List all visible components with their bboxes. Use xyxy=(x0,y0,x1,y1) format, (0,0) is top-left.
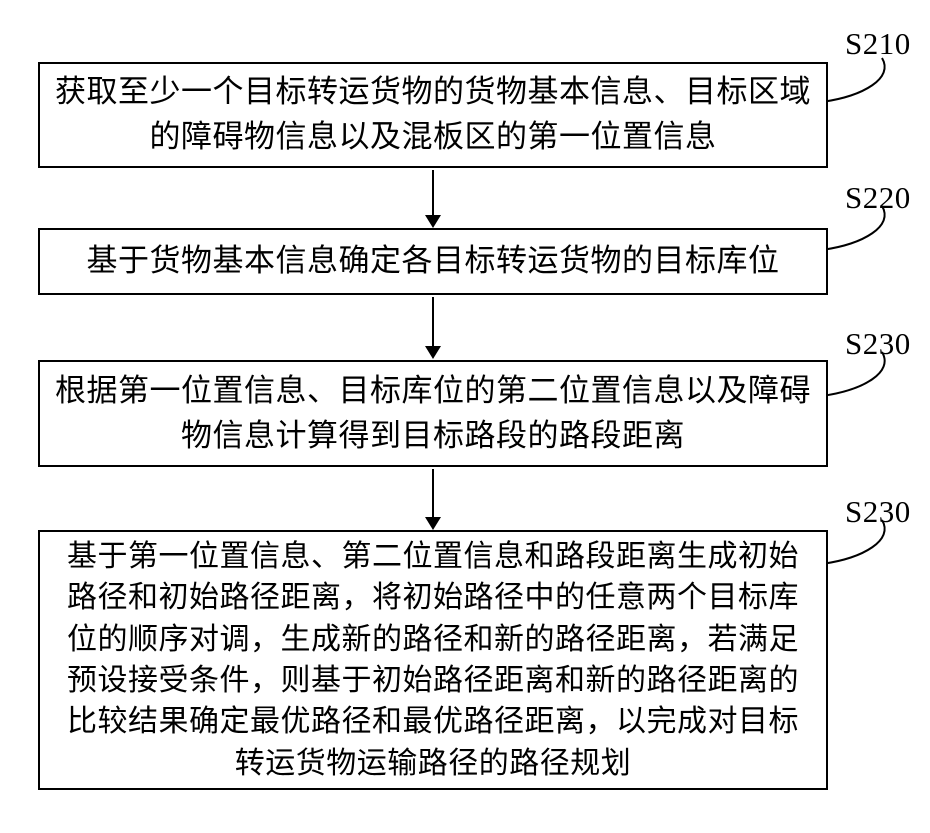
arrow-line xyxy=(432,297,434,346)
flow-step-text: 根据第一位置信息、目标库位的第二位置信息以及障碍物信息计算得到目标路段的路段距离 xyxy=(55,372,811,453)
down-arrow-icon xyxy=(425,297,441,359)
step-label-s210: S210 xyxy=(845,26,911,61)
flow-step-box-1: 获取至少一个目标转运货物的货物基本信息、目标区域的障碍物信息以及混板区的第一位置… xyxy=(38,62,828,168)
arrow-head xyxy=(425,215,441,228)
step-label-s220: S220 xyxy=(845,180,911,215)
flow-step-box-4: 基于第一位置信息、第二位置信息和路段距离生成初始路径和初始路径距离，将初始路径中… xyxy=(38,530,828,790)
flow-step-text: 基于第一位置信息、第二位置信息和路段距离生成初始路径和初始路径距离，将初始路径中… xyxy=(67,539,799,780)
flow-step-text: 基于货物基本信息确定各目标转运货物的目标库位 xyxy=(86,243,780,279)
step-label-s230-2: S230 xyxy=(845,494,911,529)
flow-step-box-2: 基于货物基本信息确定各目标转运货物的目标库位 xyxy=(38,228,828,295)
label-connector-curve xyxy=(821,57,886,103)
arrow-head xyxy=(425,346,441,359)
flow-step-box-3: 根据第一位置信息、目标库位的第二位置信息以及障碍物信息计算得到目标路段的路段距离 xyxy=(38,360,828,467)
label-connector-curve xyxy=(821,351,886,397)
flow-step-text: 获取至少一个目标转运货物的货物基本信息、目标区域的障碍物信息以及混板区的第一位置… xyxy=(55,74,811,154)
down-arrow-icon xyxy=(425,469,441,530)
arrow-line xyxy=(432,170,434,215)
step-label-s230: S230 xyxy=(845,326,911,361)
label-connector-curve xyxy=(821,519,886,565)
arrow-head xyxy=(425,517,441,530)
arrow-line xyxy=(432,469,434,517)
down-arrow-icon xyxy=(425,170,441,228)
label-connector-curve xyxy=(821,205,886,251)
